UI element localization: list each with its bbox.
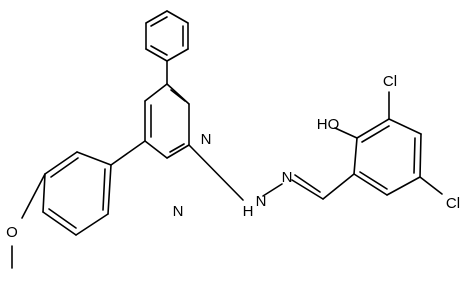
hydrazone-imine-n-label: N xyxy=(282,169,293,186)
phenyl-ring xyxy=(145,10,189,62)
pyrimidine-ring xyxy=(144,83,190,159)
methoxy-oxygen-label: O xyxy=(6,224,18,241)
methoxyphenyl-ring xyxy=(42,151,112,236)
hydroxyl-label: HO xyxy=(317,116,340,133)
pyrimidine-nh-bond xyxy=(188,144,244,201)
dichlorophenol-ring xyxy=(353,118,422,196)
n-n-bond xyxy=(262,183,283,197)
pyrimidine-anisyl-bond xyxy=(110,140,146,166)
ring-nitrogen-upper-label: N xyxy=(201,131,212,148)
chlorine-lower-label: Cl xyxy=(446,195,460,212)
chlorine-upper-label: Cl xyxy=(383,73,397,90)
c-cl-lower-bond xyxy=(419,176,443,195)
atom-labels: N N H N N HO Cl Cl O xyxy=(6,73,460,241)
ch-aryl-bond xyxy=(322,173,355,200)
ring-nitrogen-lower-label: N xyxy=(173,203,184,220)
imine-double-bond-inner xyxy=(294,174,321,193)
hydrazone-nh-label: N xyxy=(256,193,267,210)
bonds xyxy=(11,10,443,269)
c-oh-bond xyxy=(334,127,358,139)
hydrazone-h-label: H xyxy=(243,203,254,220)
aryl-oxygen-bond xyxy=(21,173,46,219)
imine-double-bond xyxy=(291,179,324,200)
